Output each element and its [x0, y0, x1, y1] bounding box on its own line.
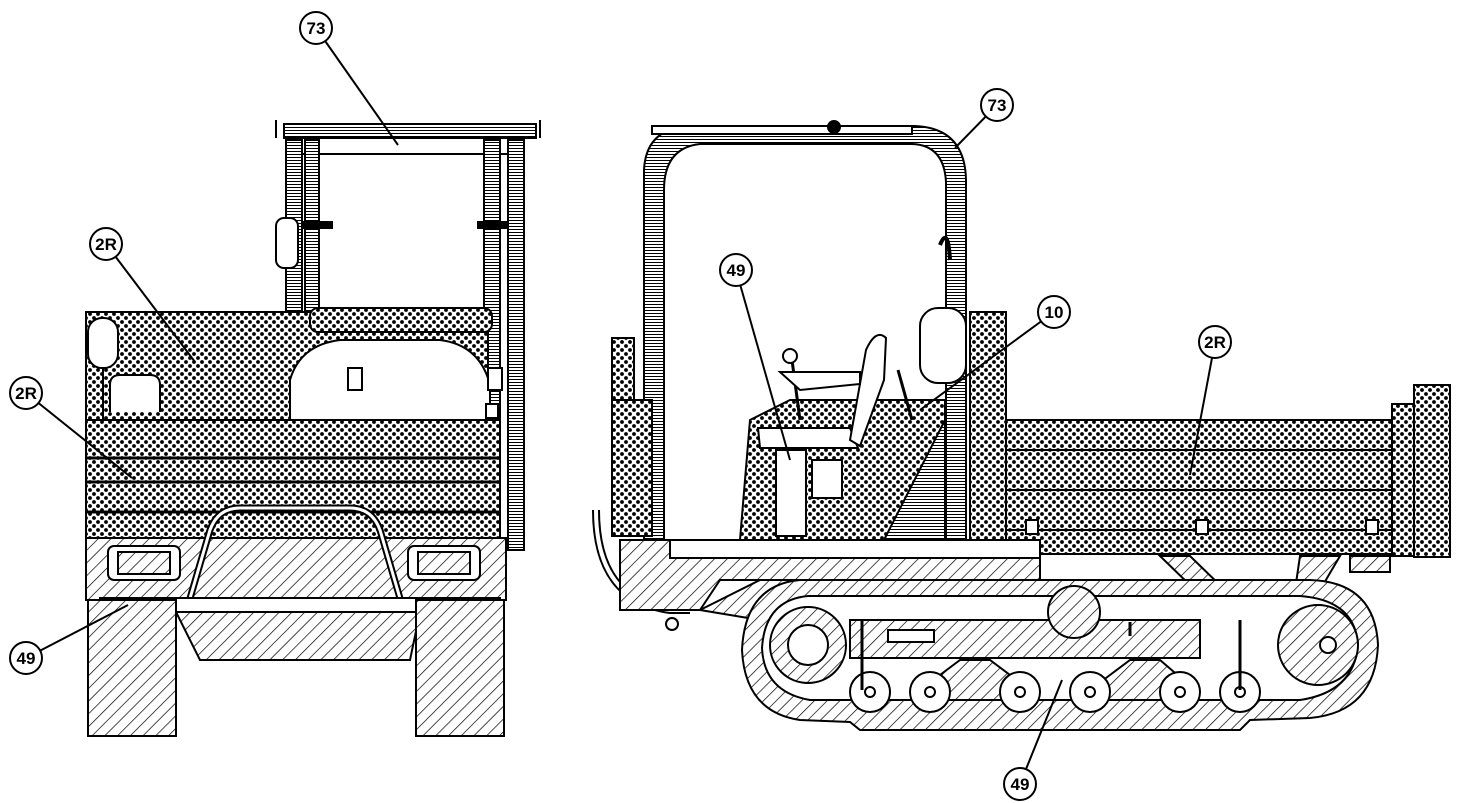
- svg-text:2R: 2R: [15, 384, 37, 403]
- side-view-machine: [592, 120, 1451, 731]
- side-tailgate: [1413, 384, 1451, 558]
- svg-text:2R: 2R: [95, 235, 117, 254]
- side-idler: [1277, 604, 1359, 686]
- front-lamp: [87, 317, 119, 369]
- svg-text:49: 49: [1011, 775, 1030, 794]
- callout-side-bed: 2R: [1198, 325, 1232, 359]
- front-mirror: [275, 217, 299, 269]
- callout-front-body: 2R: [89, 227, 123, 261]
- callouts: 73 2R 2R 49 73 49: [9, 11, 1232, 801]
- callout-front-roof: 73: [299, 11, 333, 45]
- svg-text:49: 49: [727, 261, 746, 280]
- side-bed-front-panel: [969, 311, 1007, 553]
- front-view-machine: [85, 120, 541, 737]
- callout-front-bed: 2R: [9, 376, 43, 410]
- svg-text:2R: 2R: [1204, 333, 1226, 352]
- callout-front-tracks: 49: [9, 641, 43, 675]
- front-roof-panel: [283, 123, 537, 139]
- front-cab-opening: [289, 339, 491, 421]
- side-dump-bed: [1005, 419, 1417, 555]
- callout-side-panel: 10: [1037, 295, 1071, 329]
- side-seat: [756, 427, 860, 449]
- svg-text:49: 49: [17, 649, 36, 668]
- callout-side-roof: 73: [980, 88, 1014, 122]
- front-track-right: [415, 599, 505, 737]
- front-rops-post-right-inner: [507, 139, 525, 551]
- front-dump-bed: [85, 419, 501, 539]
- svg-text:73: 73: [307, 19, 326, 38]
- svg-text:73: 73: [988, 96, 1007, 115]
- callout-side-tracks: 49: [1003, 767, 1037, 801]
- front-track-left: [87, 599, 177, 737]
- callout-side-seat: 49: [719, 253, 753, 287]
- svg-text:10: 10: [1045, 303, 1064, 322]
